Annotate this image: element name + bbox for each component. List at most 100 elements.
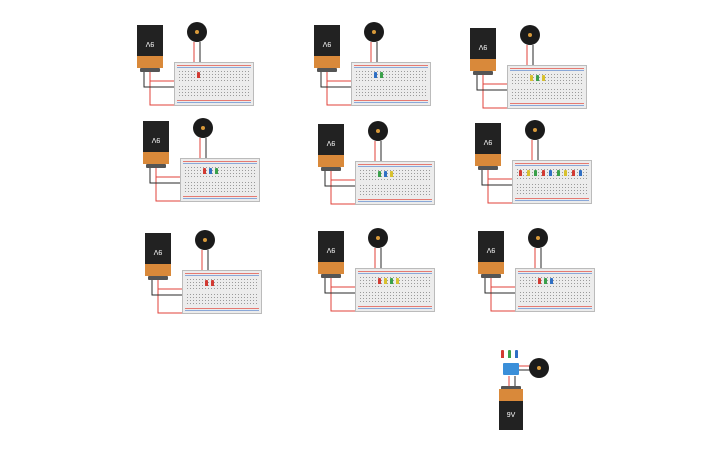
breadboard[interactable] [355,268,435,312]
wire[interactable] [330,278,355,288]
led-blue[interactable] [515,350,518,358]
battery[interactable]: 9V [143,121,169,168]
wire[interactable] [326,72,351,82]
buzzer-icon[interactable] [528,228,548,248]
buzzer-icon[interactable] [368,121,388,141]
rail-blue [354,102,428,103]
breadboard[interactable] [182,270,262,314]
wire[interactable] [320,72,351,88]
led-blue[interactable] [374,72,377,78]
circuit-6[interactable]: 9V [475,120,600,218]
led-red[interactable] [197,72,200,78]
wire[interactable] [324,278,355,294]
circuit-3[interactable]: 9V [470,25,595,123]
battery-label: 9V [499,401,523,430]
wire[interactable] [487,170,512,180]
wire[interactable] [330,171,355,181]
battery-body [478,262,504,274]
buzzer-icon[interactable] [364,22,384,42]
led-green[interactable] [380,72,383,78]
led-yellow[interactable] [530,75,533,81]
circuit-5[interactable]: 9V [318,121,443,219]
battery[interactable]: 9V [145,233,171,280]
circuit-4[interactable]: 9V [143,118,268,216]
wire[interactable] [155,168,180,178]
led-yellow[interactable] [526,170,530,176]
led-green[interactable] [534,170,537,176]
wire[interactable] [157,280,182,290]
wire[interactable] [490,278,515,288]
battery[interactable]: 9V [137,25,163,72]
led-red[interactable] [203,168,206,174]
wire[interactable] [484,278,515,294]
circuit-2[interactable]: 9V [314,22,439,120]
led-yellow[interactable] [564,170,567,176]
breadboard[interactable] [180,158,260,202]
led-yellow[interactable] [384,278,387,284]
breadboard[interactable] [515,268,595,312]
battery-connector [321,274,341,278]
battery[interactable]: 9V [318,124,344,171]
battery[interactable]: 9V [318,231,344,278]
breadboard[interactable] [355,161,435,205]
led-blue[interactable] [384,171,387,177]
wire[interactable] [324,171,355,187]
rail-red [518,306,592,307]
wire[interactable] [149,168,180,184]
circuit-1[interactable]: 9V [137,22,262,120]
wire[interactable] [482,75,507,85]
battery[interactable]: 9V [314,25,340,72]
hole-grid [178,70,250,82]
battery[interactable]: 9V [478,231,504,278]
led-green[interactable] [378,171,381,177]
buzzer-icon[interactable] [195,230,215,250]
controller-board[interactable] [503,363,519,375]
wire[interactable] [151,280,182,296]
buzzer-icon[interactable] [520,25,540,45]
battery-label: 9V [314,25,340,56]
wire[interactable] [476,75,507,91]
circuit-7[interactable]: 9V [145,230,270,328]
led-blue[interactable] [549,170,552,176]
led-green[interactable] [390,278,393,284]
led-yellow[interactable] [396,278,399,284]
led-yellow[interactable] [542,75,545,81]
breadboard[interactable] [351,62,431,106]
circuit-8[interactable]: 9V [318,228,443,326]
led-red[interactable] [501,350,504,358]
led-green[interactable] [544,278,547,284]
circuit-9[interactable]: 9V [478,228,603,326]
led-green[interactable] [536,75,539,81]
buzzer-icon[interactable] [193,118,213,138]
led-blue[interactable] [209,168,212,174]
led-blue[interactable] [579,170,582,176]
led-blue[interactable] [550,278,553,284]
led-green[interactable] [215,168,218,174]
wire[interactable] [143,72,174,88]
led-green[interactable] [556,170,560,176]
wire[interactable] [149,72,174,82]
led-red[interactable] [538,278,541,284]
led-red[interactable] [205,280,208,286]
battery[interactable]: 9V [475,123,501,170]
breadboard[interactable] [174,62,254,106]
breadboard[interactable] [512,160,592,204]
buzzer-icon[interactable] [529,358,549,378]
led-red[interactable] [541,170,545,176]
buzzer-icon[interactable] [368,228,388,248]
rail-red [177,65,251,66]
battery[interactable]: 9V [499,386,523,431]
buzzer-icon[interactable] [187,22,207,42]
led-red[interactable] [211,280,214,286]
breadboard[interactable] [507,65,587,109]
led-red[interactable] [571,170,575,176]
led-red[interactable] [378,278,381,284]
circuit-10[interactable]: 9V [495,346,565,436]
wire[interactable] [481,170,512,186]
led-yellow[interactable] [390,171,393,177]
buzzer-icon[interactable] [525,120,545,140]
led-red[interactable] [519,170,522,176]
battery[interactable]: 9V [470,28,496,75]
led-green[interactable] [508,350,511,358]
